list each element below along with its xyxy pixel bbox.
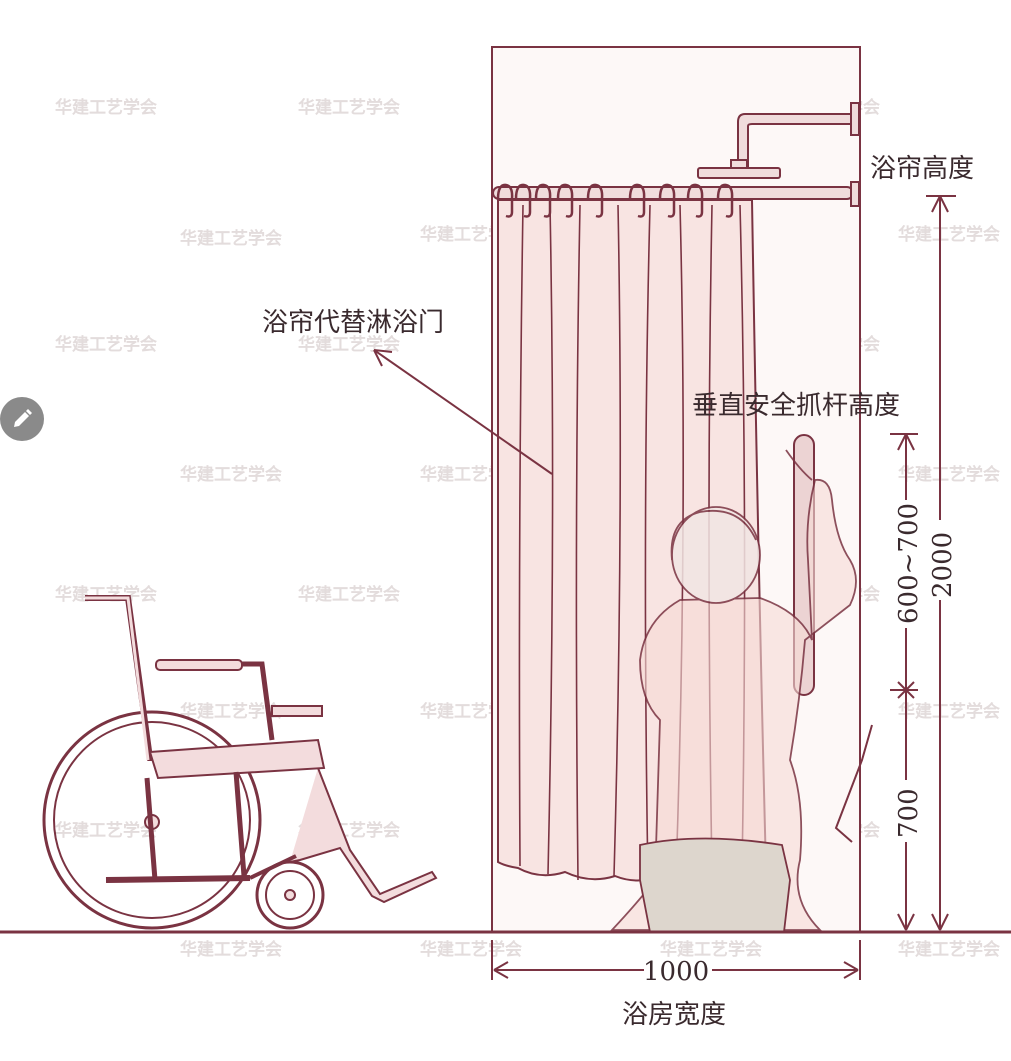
seated-person <box>609 449 857 931</box>
watermark: 华建工艺学会 <box>180 464 282 485</box>
shower-stool <box>639 837 791 933</box>
watermark: 华建工艺学会 <box>55 97 157 118</box>
watermark: 华建工艺学会 <box>180 701 282 722</box>
watermark: 华建工艺学会 <box>298 97 400 118</box>
grab-bar-span-value: 600~700 <box>894 503 924 624</box>
watermark: 华建工艺学会 <box>898 939 1000 960</box>
curtain-leader-arrow <box>373 349 553 475</box>
height-dimension-grab-bar <box>890 433 918 931</box>
height-dimension-2000 <box>926 195 956 931</box>
watermark: 华建工艺学会 <box>55 820 157 841</box>
watermark: 华建工艺学会 <box>420 939 522 960</box>
width-value: 1000 <box>643 957 709 987</box>
watermark: 华建工艺学会 <box>55 584 157 605</box>
shower-head <box>697 102 860 179</box>
total-height-value: 2000 <box>928 532 958 598</box>
watermark: 华建工艺学会 <box>898 701 1000 722</box>
grab-bar-base-value: 700 <box>894 788 924 838</box>
shower-width-label: 浴房宽度 <box>622 1000 726 1030</box>
watermark: 华建工艺学会 <box>898 224 1000 245</box>
edit-button[interactable] <box>0 397 44 441</box>
curtain-rings <box>496 183 734 218</box>
pencil-icon <box>14 409 32 427</box>
watermark: 华建工艺学会 <box>180 939 282 960</box>
curtain-height-label: 浴帘高度 <box>870 154 974 184</box>
watermark: 华建工艺学会 <box>180 228 282 249</box>
watermark: 华建工艺学会 <box>55 334 157 355</box>
grab-bar-height-label: 垂直安全抓杆高度 <box>692 391 900 421</box>
curtain-replace-door-label: 浴帘代替淋浴门 <box>262 308 444 338</box>
watermark: 华建工艺学会 <box>898 464 1000 485</box>
door-edge <box>834 724 873 843</box>
wheelchair <box>42 595 438 930</box>
width-dimension <box>491 940 861 980</box>
watermark: 华建工艺学会 <box>298 584 400 605</box>
watermark: 华建工艺学会 <box>660 939 762 960</box>
